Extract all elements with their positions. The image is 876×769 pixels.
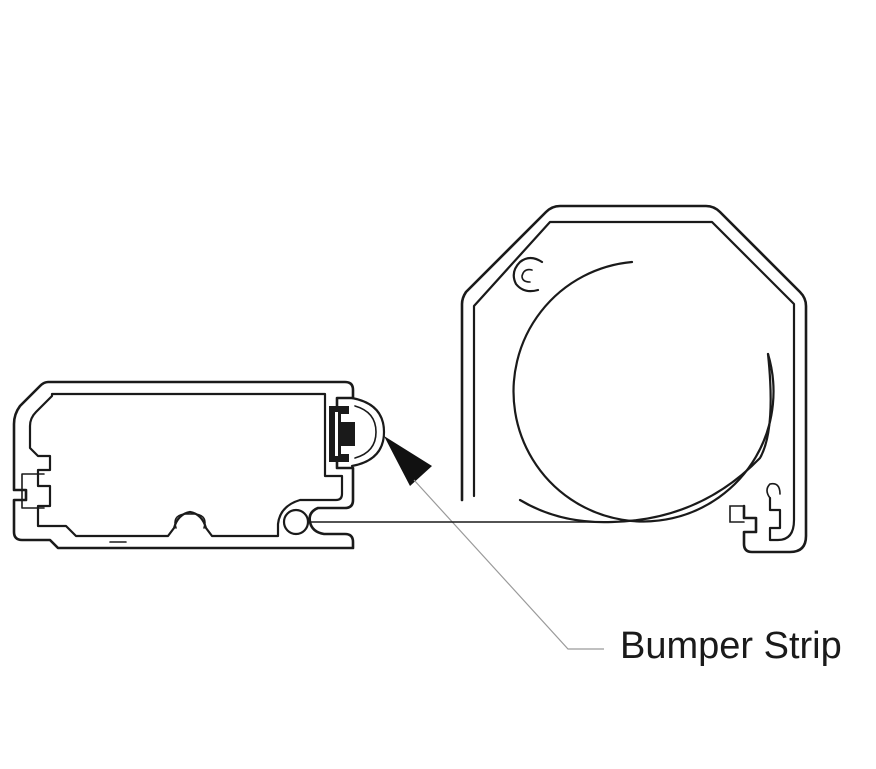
bumper-strip-label: Bumper Strip xyxy=(620,625,842,667)
screw-channel-inner xyxy=(521,268,533,283)
pointer-arrowhead xyxy=(384,436,432,486)
bumper-mount-insert xyxy=(329,406,355,462)
bumper-strip xyxy=(329,396,386,468)
roller-cassette-housing xyxy=(460,204,808,554)
cassette-outer-outline xyxy=(460,204,808,554)
fabric-roll-sweep xyxy=(518,352,772,524)
extrusion-outer-outline xyxy=(12,380,355,550)
cassette-foot xyxy=(729,482,781,523)
screw-channel xyxy=(512,256,544,293)
extrusion-edge-detail xyxy=(109,381,187,543)
extrusion-inner-outline xyxy=(28,392,344,538)
horizontal-extrusion-profile xyxy=(12,380,355,550)
bumper-lobe-inner xyxy=(354,405,377,459)
cassette-inner-outline xyxy=(472,220,796,542)
bumper-lobe xyxy=(350,396,386,468)
hinge-circle xyxy=(282,508,310,536)
callout-leader-line xyxy=(413,479,604,650)
extrusion-left-t-slot xyxy=(21,473,45,509)
extrusion-bottom-t-slot xyxy=(174,513,206,529)
fabric-roll xyxy=(512,260,775,523)
